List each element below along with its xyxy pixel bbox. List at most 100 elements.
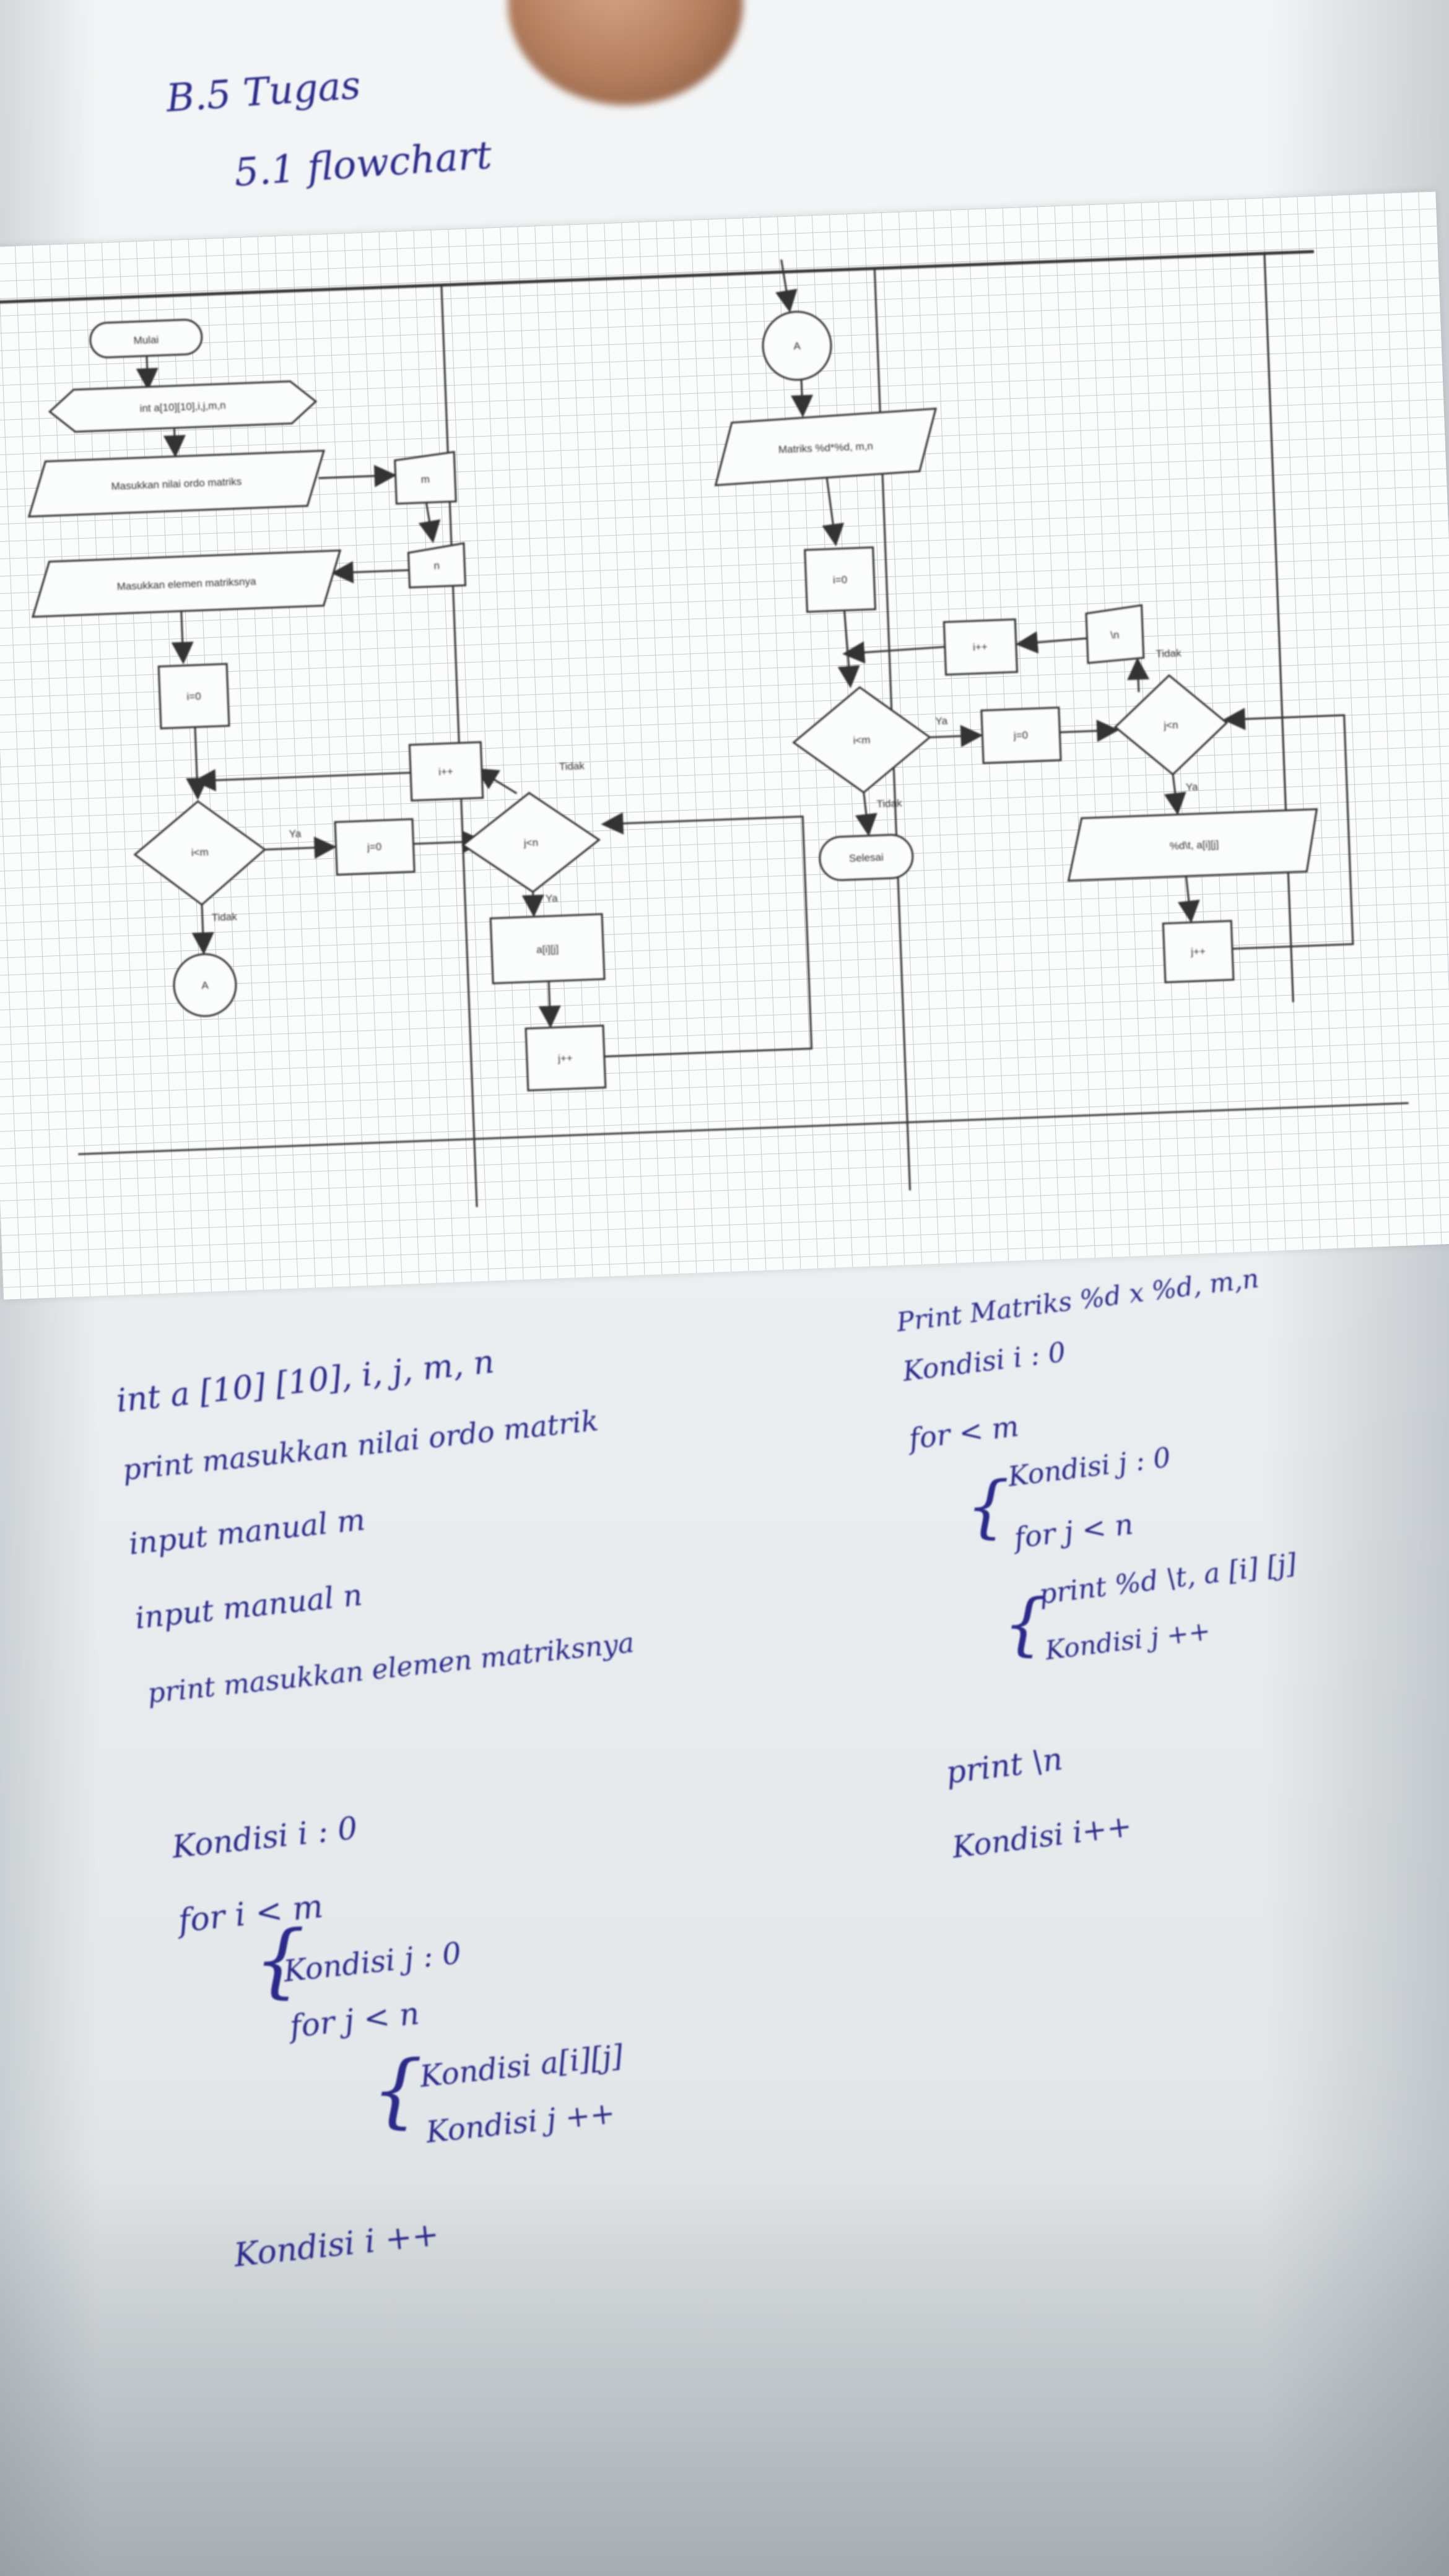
note-left-line-3: input manual m	[127, 1502, 367, 1562]
note-right-line-2: Kondisi i : 0	[900, 1336, 1068, 1388]
inc-j-label: j++	[557, 1052, 573, 1064]
yes-label: Ya	[546, 892, 559, 905]
printed-flowchart-sheet: Mulai int a[10][10],i,j,m,n Masukkan nil…	[0, 191, 1449, 1300]
inc-j2-label: j++	[1190, 946, 1206, 958]
flow-arrow	[475, 768, 518, 794]
prompt-order-box	[27, 450, 326, 518]
flow-arrow	[136, 355, 159, 391]
loop-back-arrow-i	[193, 768, 411, 791]
connector-a-label: A	[793, 340, 801, 352]
no-label: Tidak	[559, 760, 585, 773]
note-right-line-8: print \n	[944, 1741, 1064, 1791]
note-left-line-2: print masukkan nilai ordo matrik	[121, 1404, 600, 1487]
connector-a-label: A	[201, 980, 209, 991]
cond-j-label: j<n	[523, 837, 539, 849]
note-right-line-9: Kondisi i++	[950, 1809, 1134, 1865]
input-m-label: m	[420, 473, 430, 485]
connector-a-right	[762, 310, 832, 381]
flow-arrow	[163, 428, 186, 458]
note-right-line-5: for j < n	[1011, 1507, 1135, 1555]
header-line-2: 5.1 flowchart	[233, 132, 493, 195]
flow-arrow	[171, 611, 194, 664]
flow-arrow	[1164, 774, 1186, 816]
flow-arrow	[775, 259, 798, 313]
flowchart-diagram: Mulai int a[10][10],i,j,m,n Masukkan nil…	[0, 250, 1409, 1208]
cond-j2-label: j<n	[1163, 719, 1178, 731]
flow-arrow	[418, 502, 441, 544]
note-left-brace-1: {	[254, 1913, 305, 2007]
print-newline-label: \n	[1110, 629, 1120, 642]
init-i2-label: i=0	[833, 574, 848, 586]
loop-back-arrow-j	[601, 812, 813, 1058]
init-j-box	[334, 818, 416, 876]
flow-arrow	[538, 981, 561, 1029]
note-right-line-6: print %d \t, a [i] [j]	[1037, 1547, 1299, 1611]
init-j-label: j=0	[367, 841, 382, 853]
note-right-line-4: Kondisi j : 0	[1006, 1442, 1172, 1493]
no-label: Tidak	[211, 911, 237, 924]
prompt-elements-box	[31, 549, 342, 618]
flow-arrow	[521, 892, 544, 918]
flow-arrow	[331, 561, 409, 584]
note-left-line-1: int a [10] [10], i, j, m, n	[115, 1343, 496, 1420]
no-label: Tidak	[1155, 647, 1181, 660]
input-n-label: n	[433, 560, 440, 572]
init-i-label: i=0	[186, 690, 201, 703]
page-shadow-bottom	[0, 2167, 1449, 2576]
sheet-bottom-border	[78, 1102, 1409, 1155]
note-right-line-7: Kondisi j ++	[1043, 1616, 1212, 1666]
end-terminal	[819, 833, 914, 881]
print-matrix-box	[714, 407, 938, 487]
flow-arrow	[1015, 631, 1087, 654]
flow-arrow	[929, 724, 983, 747]
inc-j2-box	[1162, 920, 1235, 983]
sheet-top-border	[0, 250, 1314, 305]
start-label: Mulai	[133, 334, 159, 347]
inc-i2-label: i++	[973, 641, 988, 653]
flow-arrow	[1177, 876, 1200, 923]
column-divider-3	[1263, 253, 1294, 1003]
flow-arrow	[318, 464, 397, 487]
cond-i-label: i<m	[191, 846, 209, 858]
yes-label: Ya	[935, 715, 948, 728]
note-left-init-i: Kondisi i : 0	[170, 1810, 359, 1865]
no-label: Tidak	[876, 797, 902, 810]
inc-i-label: i++	[438, 765, 453, 778]
init-i2-box	[804, 546, 877, 613]
note-left-line-4: input manual n	[133, 1578, 363, 1636]
init-j2-label: j=0	[1013, 729, 1029, 742]
note-left-for-j: for j < n	[285, 1995, 421, 2045]
flow-arrow	[855, 792, 877, 837]
cond-i2-label: i<m	[853, 734, 871, 746]
input-aij-label: a[i][j]	[536, 943, 559, 955]
declare-hexagon	[48, 380, 318, 433]
flow-arrow	[791, 380, 814, 418]
note-left-body-2: Kondisi j ++	[424, 2095, 616, 2150]
loop-back-arrow-i2	[842, 641, 946, 664]
note-right-brace-2: {	[1003, 1584, 1046, 1663]
inc-i2-box	[942, 618, 1019, 676]
init-j2-box	[980, 707, 1062, 764]
connector-a-left	[173, 953, 237, 1017]
input-n-box	[407, 542, 467, 589]
note-left-brace-2: {	[372, 2043, 423, 2137]
flow-arrow	[1127, 657, 1150, 692]
print-aij-label: %d\t, a[i][j]	[1169, 838, 1219, 852]
end-label: Selesai	[849, 851, 884, 864]
flow-arrow	[822, 477, 845, 547]
print-newline-box	[1085, 604, 1145, 664]
note-left-inc-i: Kondisi i ++	[232, 2216, 441, 2275]
note-right-brace-1: {	[966, 1466, 1009, 1546]
yes-label: Ya	[1186, 781, 1199, 793]
flow-arrow	[1060, 720, 1120, 742]
note-left-line-5: print masukkan elemen matriksnya	[146, 1627, 636, 1710]
note-left-init-j: Kondisi j : 0	[281, 1936, 463, 1989]
yes-label: Ya	[289, 828, 302, 840]
loop-back-arrow-j2	[1222, 708, 1354, 950]
note-right-line-1: Print Matriks %d x %d, m,n	[894, 1263, 1260, 1338]
start-terminal	[89, 318, 203, 359]
header-line-1: B.5 Tugas	[164, 62, 362, 121]
flow-arrow	[264, 836, 337, 859]
